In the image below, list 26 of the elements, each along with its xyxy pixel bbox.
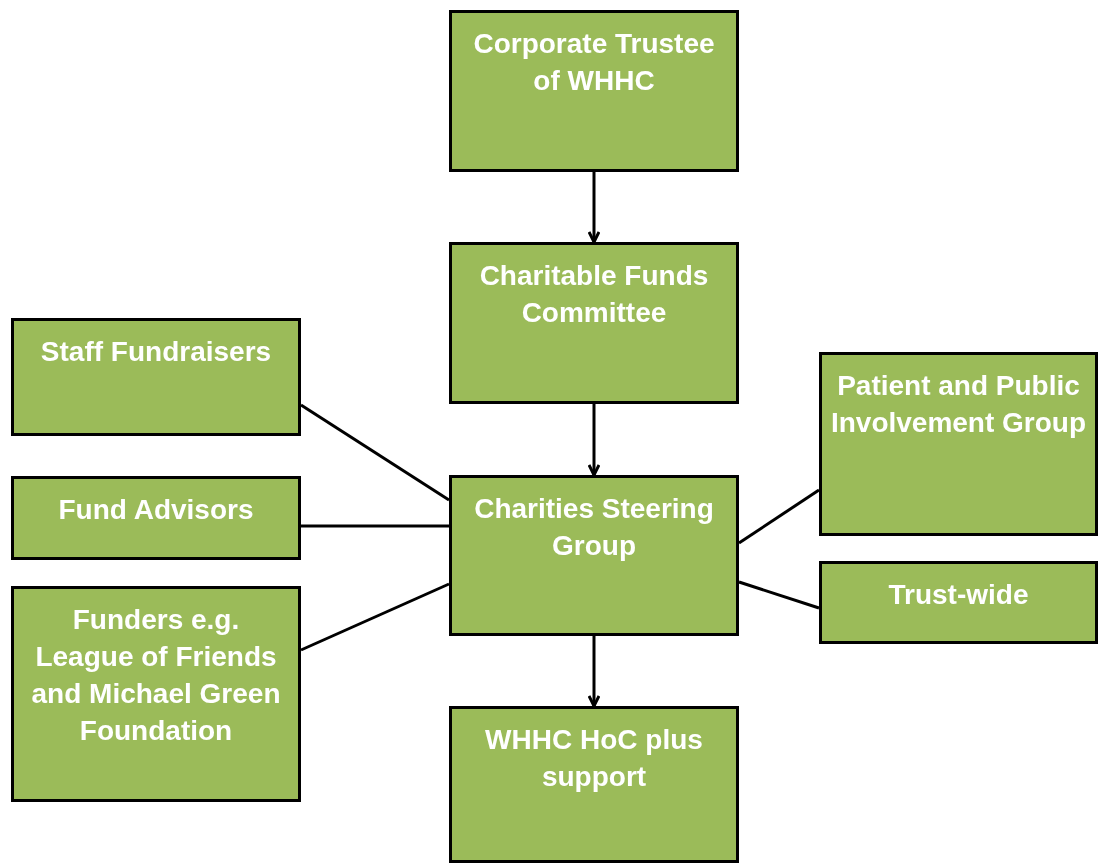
process-box (449, 475, 739, 636)
connector-line (300, 403, 450, 502)
box-label: Charities Steering Group (473, 492, 715, 563)
process-box (11, 476, 301, 560)
arrow (587, 636, 601, 708)
arrow (587, 404, 601, 477)
arrow (587, 172, 601, 244)
box-label: Patient and Public Involvement Group (830, 369, 1087, 440)
process-box (11, 586, 301, 802)
process-box (819, 352, 1098, 536)
process-box (449, 706, 739, 863)
box-label: Staff Fundraisers (39, 335, 273, 369)
box-label: Trust-wide (887, 578, 1030, 612)
connector-line (300, 582, 450, 652)
process-box (449, 242, 739, 404)
connector-line (738, 580, 820, 610)
box-label: Charitable Funds Committee (478, 259, 710, 330)
connector-line (301, 524, 449, 528)
process-box (819, 561, 1098, 644)
box-label: WHHC HoC plus support (484, 723, 704, 794)
connector-line (738, 488, 820, 545)
box-label: Corporate Trustee of WHHC (472, 27, 716, 98)
process-box (11, 318, 301, 436)
box-label: Fund Advisors (57, 493, 255, 527)
process-box (449, 10, 739, 172)
box-label: Funders e.g. League of Friends and Michael Green Foundation (30, 603, 282, 748)
